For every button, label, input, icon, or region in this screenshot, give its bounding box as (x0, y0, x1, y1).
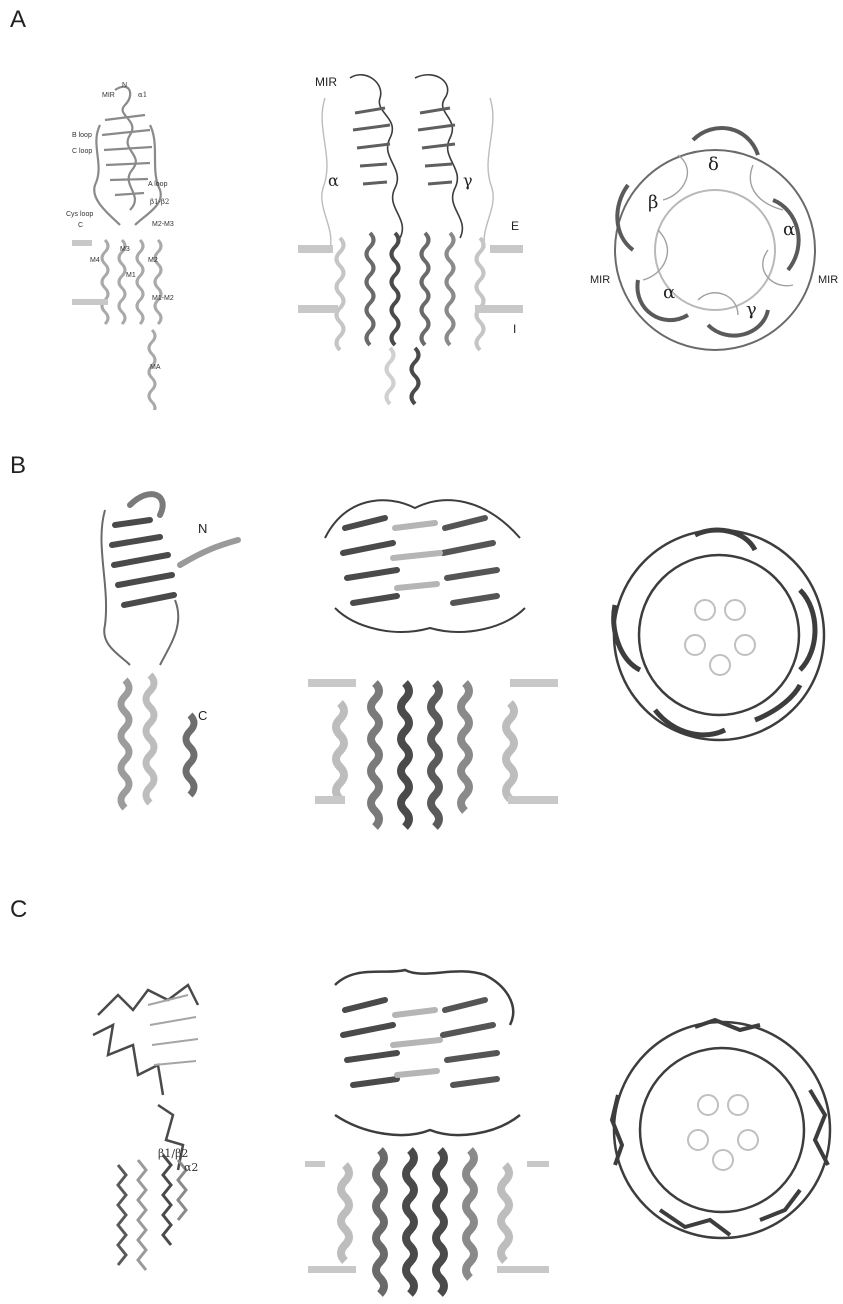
label-a2-c: α2 (184, 1161, 198, 1174)
label-c: C (78, 222, 83, 229)
panel-c-top-view (600, 1005, 843, 1255)
label-alpha-right-top: α (783, 219, 795, 240)
label-m3: M3 (120, 246, 130, 253)
label-b-loop: B loop (72, 132, 92, 139)
panel-c-side-view (305, 965, 550, 1300)
label-m2: M2 (148, 257, 158, 264)
label-delta-top: δ (708, 154, 719, 175)
label-n: N (122, 82, 127, 89)
panel-letter-c: C (10, 896, 27, 924)
label-m4: M4 (90, 257, 100, 264)
membrane-bar-top-right (490, 245, 523, 253)
label-a-loop: A loop (148, 181, 168, 188)
membrane-bar-b-bottom-right (508, 796, 558, 804)
label-mir-right-top: MIR (818, 274, 838, 286)
panel-b-subunit-view: N C (90, 485, 250, 830)
panel-c-subunit-view: β1/β2 α2 (78, 965, 228, 1297)
panel-a-subunit-view: N MIR α1 B loop C loop A loop Cys loop β… (60, 75, 210, 410)
membrane-bar-c-bottom-left (308, 1266, 356, 1273)
label-ma: MA (150, 364, 161, 371)
label-alpha1: α1 (138, 91, 147, 99)
label-mir-left-top: MIR (590, 274, 610, 286)
label-gamma-top: γ (746, 299, 757, 320)
label-c-loop: C loop (72, 148, 92, 155)
label-alpha-left-top: α (663, 282, 675, 303)
label-m1: M1 (126, 272, 136, 279)
membrane-bar-c-top-left (305, 1161, 325, 1167)
label-b1-b2: β1-β2 (150, 198, 169, 206)
membrane-bar-c-top-right (527, 1161, 549, 1167)
label-gamma-side: γ (463, 171, 473, 190)
label-i: I (513, 322, 516, 336)
membrane-bar-bottom-left (298, 305, 338, 313)
membrane-bar-top-left (298, 245, 333, 253)
panel-b-side-view (305, 488, 560, 840)
panel-letter-a: A (10, 6, 26, 34)
panel-b-top-view (595, 510, 843, 760)
label-mir: MIR (102, 92, 115, 99)
label-e: E (511, 219, 519, 233)
label-m2-m3: M2-M3 (152, 221, 174, 228)
label-n-b: N (198, 521, 207, 536)
panel-a-top-view: δ β α α γ MIR MIR (588, 110, 843, 380)
panel-letter-b: B (10, 452, 26, 480)
membrane-bar-b-top-left (308, 679, 356, 687)
membrane-bar-b-top-right (510, 679, 558, 687)
label-cys-loop: Cys loop (66, 211, 93, 218)
label-c-b: C (198, 708, 207, 723)
label-beta-top: β (648, 192, 658, 213)
label-mir-side: MIR (315, 75, 337, 89)
membrane-bar-bottom-right (475, 305, 523, 313)
membrane-bar-c-bottom-right (497, 1266, 549, 1273)
label-b1-b2-c: β1/β2 (158, 1147, 188, 1160)
label-alpha-side: α (328, 171, 339, 190)
panel-a-side-view: MIR α γ E I (295, 68, 530, 420)
label-m1-m2: M1-M2 (152, 295, 174, 302)
membrane-bar-b-bottom-left (315, 796, 345, 804)
